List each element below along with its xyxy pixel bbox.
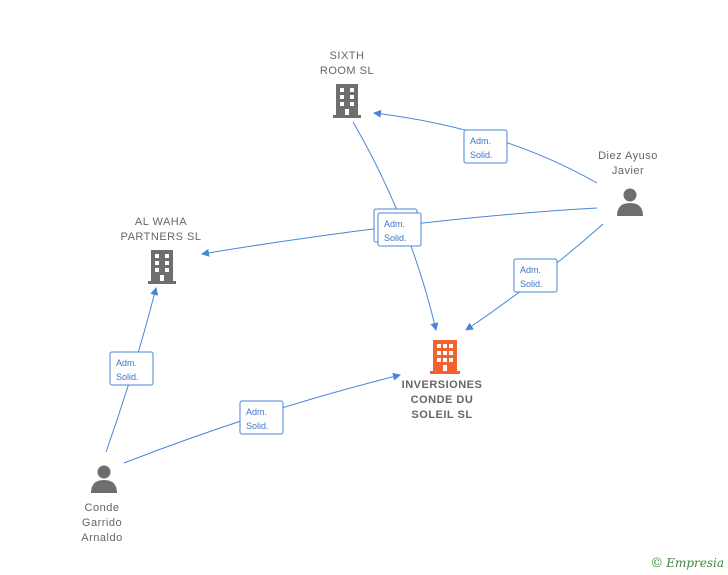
edge-label-diez-alwaha: Adm. Solid.: [377, 212, 422, 247]
edge-label-line1: Adm.: [246, 407, 267, 417]
edge-label-line2: Solid.: [246, 421, 269, 431]
building-icon: [430, 340, 460, 374]
node-label: INVERSIONES: [402, 379, 483, 391]
node-conde-garrido[interactable]: Conde Garrido Arnaldo: [81, 465, 122, 545]
edge-label-diez-inversiones: Adm. Solid.: [513, 258, 558, 293]
brand-footer[interactable]: ©Empresia: [650, 556, 724, 571]
person-icon: [91, 465, 117, 493]
brand-logo: Empresia: [666, 556, 724, 570]
node-label: Javier: [612, 165, 644, 177]
node-label: SIXTH: [330, 50, 365, 62]
edge-label-line2: Solid.: [116, 372, 139, 382]
node-label: Garrido: [82, 517, 122, 529]
building-icon: [148, 250, 176, 284]
node-label: PARTNERS SL: [121, 231, 202, 243]
edge-label-line1: Adm.: [384, 219, 405, 229]
node-label: SOLEIL SL: [411, 409, 472, 421]
node-label: Diez Ayuso: [598, 150, 658, 162]
node-inversiones[interactable]: INVERSIONES CONDE DU SOLEIL SL: [402, 340, 483, 421]
person-icon: [617, 188, 643, 216]
edge-label-line1: Adm.: [470, 136, 491, 146]
node-label: AL WAHA: [135, 216, 187, 228]
edge-label-conde-alwaha: Adm. Solid.: [109, 351, 154, 386]
node-al-waha[interactable]: AL WAHA PARTNERS SL: [121, 216, 202, 284]
building-icon: [333, 84, 361, 118]
node-label: CONDE DU: [411, 394, 474, 406]
edge-label-line2: Solid.: [384, 233, 407, 243]
edge-label-line1: Adm.: [116, 358, 137, 368]
copyright-icon: ©: [650, 556, 664, 571]
edge-label-line2: Solid.: [470, 150, 493, 160]
edge-label-line1: Adm.: [520, 265, 541, 275]
edge-label-conde-inversiones: Adm. Solid.: [239, 400, 284, 435]
node-diez-ayuso[interactable]: Diez Ayuso Javier: [598, 150, 658, 216]
edge-label-diez-sixth: Adm. Solid.: [463, 129, 508, 164]
node-label: Conde: [85, 502, 120, 514]
edge-label-line2: Solid.: [520, 279, 543, 289]
node-label: Arnaldo: [81, 532, 122, 544]
node-label: ROOM SL: [320, 65, 374, 77]
node-sixth-room[interactable]: SIXTH ROOM SL: [320, 50, 374, 118]
